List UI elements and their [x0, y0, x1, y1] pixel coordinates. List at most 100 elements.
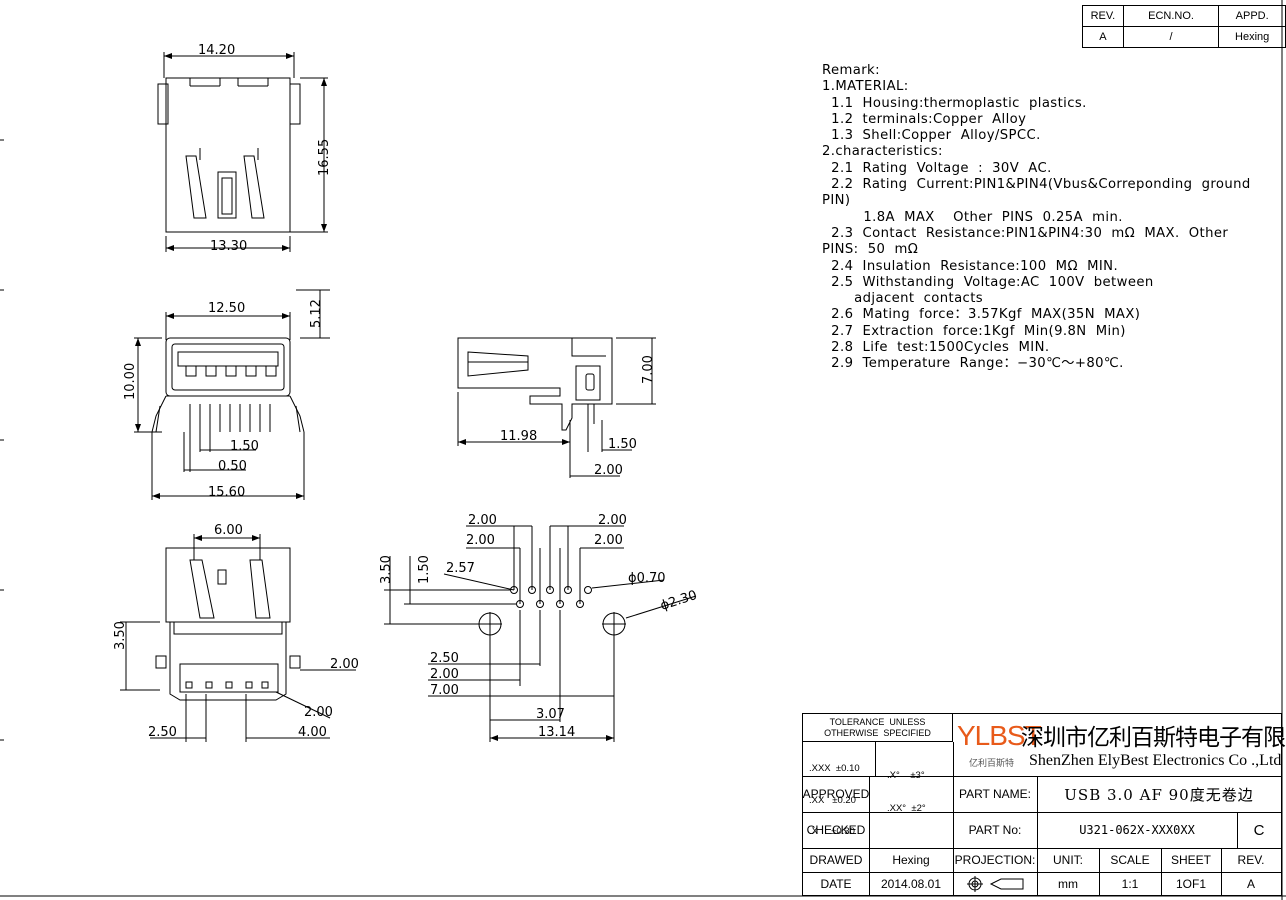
ecn-header: ECN.NO.: [1122, 5, 1220, 27]
dim-text: 2.00: [430, 667, 459, 682]
remark-line: 2.2 Rating Current:PIN1&PIN4(Vbus&Correp…: [822, 177, 1251, 193]
remark-line: 1.8A MAX Other PINS 0.25A min.: [822, 209, 1123, 225]
tolerance-x: .X ±0.30: [809, 826, 855, 837]
dim-text: 5.12: [309, 299, 324, 328]
rev-header: REV.: [1082, 5, 1124, 27]
dim-text: 3.50: [113, 621, 128, 650]
remark-line: 2.characteristics:: [822, 144, 943, 160]
date-value: 2014.08.01: [869, 872, 954, 895]
dim-text: 1.50: [417, 555, 432, 584]
remark-line: 1.2 terminals:Copper Alloy: [822, 111, 1027, 127]
dim-text: ϕ2.30: [659, 588, 699, 614]
bottom-view: [120, 534, 356, 742]
remark-line: adjacent contacts: [822, 291, 984, 307]
side-view: [457, 337, 656, 478]
dim-text: 2.00: [468, 513, 497, 528]
remarks-block: Remark:1.MATERIAL: 1.1 Housing:thermopla…: [822, 63, 1251, 373]
dim-text: 13.14: [538, 725, 575, 740]
dim-text: 2.00: [466, 533, 495, 548]
part-rev: C: [1237, 812, 1281, 849]
dim-text: 2.00: [594, 463, 623, 478]
dim-text: 2.57: [446, 561, 475, 576]
pcb-layout: [384, 525, 697, 742]
company-name-cn: 深圳市亿利百斯特电子有限公司: [1021, 725, 1286, 751]
sheet-value: 1OF1: [1161, 872, 1222, 895]
dim-text: 11.98: [500, 429, 537, 444]
dim-text: 1.50: [230, 439, 259, 454]
unit-value: mm: [1037, 872, 1100, 895]
remark-line: 1.MATERIAL:: [822, 79, 909, 95]
dim-text: 13.30: [210, 239, 247, 254]
top-view: [157, 52, 328, 252]
rev-value-bottom: A: [1246, 876, 1255, 891]
tolerance-title: TOLERANCE UNLESS OTHERWISE SPECIFIED: [803, 714, 953, 742]
dim-text: 7.00: [430, 683, 459, 698]
part-no-value: U321-062X-XXX0XX: [1037, 812, 1238, 849]
part-no-label: PART No:: [953, 812, 1038, 849]
rev-value: A: [1082, 26, 1124, 48]
remark-line: 2.3 Contact Resistance:PIN1&PIN4:30 mΩ M…: [822, 225, 1229, 241]
dim-text: 14.20: [198, 43, 235, 58]
remark-line: 2.4 Insulation Resistance:100 MΩ MIN.: [822, 258, 1119, 274]
remark-line: 2.5 Withstanding Voltage:AC 100V between: [822, 274, 1154, 290]
tolerance-xx: .XX ±0.20: [809, 794, 856, 806]
company-logo: YLBST: [957, 720, 1042, 751]
dim-text: 2.00: [594, 533, 623, 548]
remark-line: 2.7 Extraction force:1Kgf Min(9.8N Min): [822, 323, 1126, 339]
dim-text: 4.00: [298, 725, 327, 740]
tolerance-angle-x: .X° ±3°: [887, 770, 925, 781]
drawed-value: Hexing: [869, 848, 954, 873]
dim-text: ϕ0.70: [628, 571, 666, 586]
approved-value: [869, 776, 954, 813]
front-view: [134, 289, 330, 500]
logo-subtitle: 亿利百斯特: [969, 758, 1015, 768]
checked-value: [869, 812, 954, 849]
tolerance-xxx: .XXX ±0.10: [809, 763, 860, 774]
part-name-label: PART NAME:: [953, 776, 1038, 813]
revision-table: REV. ECN.NO. APPD. A / Hexing: [1082, 5, 1286, 48]
remark-line: 2.9 Temperature Range：−30℃～+80℃.: [822, 356, 1124, 372]
sheet-label: SHEET: [1161, 848, 1222, 873]
dim-text: 3.07: [536, 707, 565, 722]
projection-label: PROJECTION:: [953, 848, 1038, 873]
unit-label: UNIT:: [1037, 848, 1100, 873]
remark-line: 2.6 Mating force：3.57Kgf MAX(35N MAX): [822, 307, 1141, 323]
remark-line: 2.1 Rating Voltage : 30V AC.: [822, 160, 1052, 176]
dim-text: 16.55: [317, 139, 332, 176]
remark-line: 1.1 Housing:thermoplastic plastics.: [822, 95, 1087, 111]
company-header: YLBST 亿利百斯特 深圳市亿利百斯特电子有限公司 ShenZhen ElyB…: [953, 714, 1286, 777]
dim-text: 12.50: [208, 301, 245, 316]
remark-line: PIN): [822, 193, 851, 209]
dim-text: 2.50: [148, 725, 177, 740]
ecn-value: /: [1122, 26, 1220, 48]
appd-value: Hexing: [1218, 26, 1286, 48]
title-block: TOLERANCE UNLESS OTHERWISE SPECIFIED .XX…: [802, 713, 1286, 896]
checked-label: CHECKED: [803, 812, 870, 849]
dim-text: 7.00: [641, 355, 656, 384]
dim-text: 15.60: [208, 485, 245, 500]
remark-line: 1.3 Shell:Copper Alloy/SPCC.: [822, 128, 1041, 144]
dim-text: 2.00: [304, 705, 333, 720]
remark-line: Remark:: [822, 63, 880, 78]
approved-label: APPROVED: [803, 776, 870, 813]
rev-label: REV.: [1221, 848, 1281, 873]
dim-text: 1.50: [608, 437, 637, 452]
dim-text: 10.00: [123, 363, 138, 400]
dim-text: 2.00: [598, 513, 627, 528]
projection-icon: [953, 872, 1038, 895]
drawed-label: DRAWED: [803, 848, 870, 873]
company-name-en: ShenZhen ElyBest Electronics Co .,Ltd: [1029, 752, 1282, 769]
dim-text: 2.00: [330, 657, 359, 672]
date-label: DATE: [803, 872, 870, 895]
scale-label: SCALE: [1099, 848, 1162, 873]
remark-line: PINS: 50 mΩ: [822, 242, 919, 258]
appd-header: APPD.: [1218, 5, 1286, 27]
dim-text: 0.50: [218, 459, 247, 474]
tolerance-angle-xx: .XX° ±2°: [887, 803, 926, 814]
part-name-value: USB 3.0 AF 90度无卷边: [1037, 776, 1281, 813]
tolerance-values: .XXX ±0.10 .XX ±0.20 .X ±0.30 .X° ±3° .X…: [803, 742, 954, 837]
scale-value: 1:1: [1099, 872, 1162, 895]
dim-text: 2.50: [430, 651, 459, 666]
dim-text: 3.50: [379, 555, 394, 584]
